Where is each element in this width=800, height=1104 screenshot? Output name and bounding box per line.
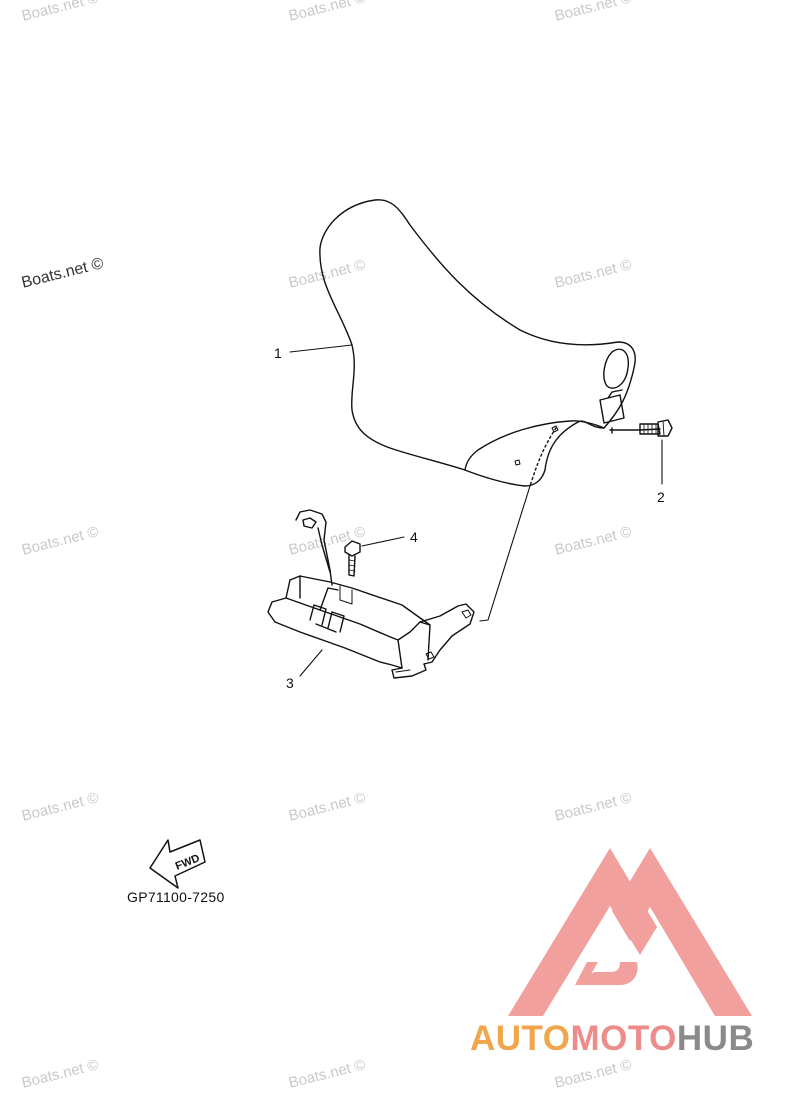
callout-2: 2 [657,489,665,505]
callout-1: 1 [274,345,282,361]
automotohub-logo-icon [508,848,752,1016]
brand-wordmark: AUTOMOTOHUB [470,1019,754,1059]
callout-3: 3 [286,675,294,691]
brand-moto: MOTO [570,1019,677,1058]
part-code-label: GP71100-7250 [127,889,225,905]
bolt-part [609,419,673,437]
callout-1-leader [289,344,353,353]
callout-4-leader [361,536,405,547]
brand-auto: AUTO [470,1019,571,1058]
callout-4: 4 [410,529,418,545]
screw-part [344,540,361,577]
fwd-arrow-icon: FWD [149,839,206,889]
seat-part [319,199,636,487]
brand-hub: HUB [676,1019,755,1058]
bracket-part [267,509,475,679]
callout-3-leader [299,649,323,677]
connection-line [479,485,531,622]
